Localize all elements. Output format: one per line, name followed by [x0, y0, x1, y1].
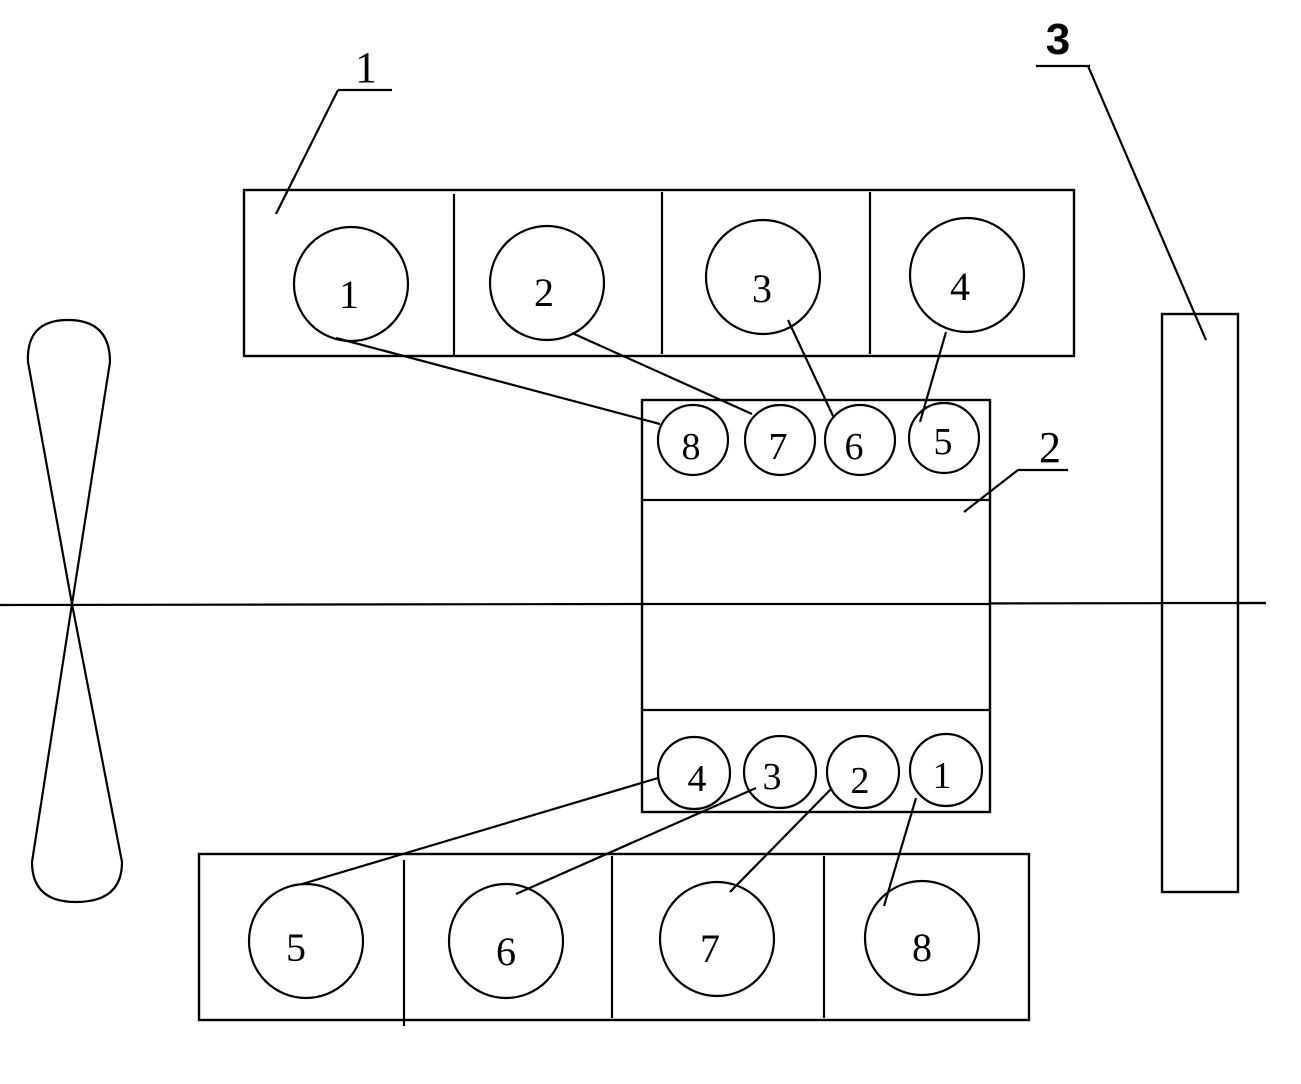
upper-cylinder-bank: 1 2 3 4 [242, 188, 1076, 358]
reference-label-2: 2 [963, 423, 1068, 513]
reference-label-1: 1 [275, 43, 392, 215]
pump-port-8-label: 8 [682, 426, 701, 468]
line-cyl6-port3 [515, 786, 757, 896]
pump-port-4 [656, 735, 732, 811]
pump-port-5 [907, 401, 981, 475]
cylinder-3-label: 3 [752, 266, 772, 311]
cylinder-2-label: 2 [534, 270, 554, 315]
cylinder-8-label: 8 [912, 925, 932, 970]
cylinder-6 [447, 882, 565, 1000]
pump-port-3-label: 3 [763, 756, 782, 798]
line-cyl2-port7 [571, 331, 753, 416]
svg-text:1: 1 [355, 43, 377, 92]
pump-port-6 [823, 403, 897, 477]
svg-text:3: 3 [1046, 15, 1070, 64]
reference-label-3: 3 [1036, 15, 1208, 341]
crankshaft-axis [0, 601, 1267, 607]
lower-cylinder-bank: 5 6 7 8 [197, 852, 1031, 1026]
pump-port-5-label: 5 [934, 421, 953, 463]
pump-port-8 [656, 403, 730, 477]
injection-pump: 8 7 6 5 4 3 2 1 [640, 398, 992, 814]
cylinder-8 [863, 879, 981, 997]
cylinder-4-label: 4 [950, 264, 970, 309]
fan-icon [26, 318, 124, 904]
pump-port-6-label: 6 [845, 426, 864, 468]
cylinder-7 [658, 880, 776, 998]
cylinder-4 [908, 216, 1026, 334]
pump-port-2-label: 2 [851, 760, 870, 802]
fuel-lines [301, 319, 948, 907]
pump-port-7 [743, 403, 817, 477]
cylinder-1-label: 1 [339, 272, 359, 317]
pump-port-2 [825, 734, 901, 810]
line-cyl5-port4 [301, 776, 659, 886]
flywheel [1160, 312, 1266, 894]
line-cyl4-port5 [918, 331, 948, 423]
line-cyl7-port2 [729, 787, 833, 893]
pump-port-7-label: 7 [769, 426, 788, 468]
line-cyl1-port8 [335, 336, 661, 426]
pump-port-1-label: 1 [933, 755, 952, 797]
cylinder-5 [247, 882, 365, 1000]
line-cyl3-port6 [787, 319, 835, 419]
line-cyl8-port1 [882, 797, 918, 907]
cylinder-3 [704, 218, 822, 336]
pump-port-3 [742, 734, 818, 810]
cylinder-7-label: 7 [700, 926, 720, 971]
cylinder-6-label: 6 [496, 929, 516, 974]
svg-text:2: 2 [1039, 423, 1061, 472]
pump-port-4-label: 4 [688, 758, 707, 800]
pump-port-1 [908, 732, 984, 808]
cylinder-2 [488, 224, 606, 342]
cylinder-5-label: 5 [286, 925, 306, 970]
